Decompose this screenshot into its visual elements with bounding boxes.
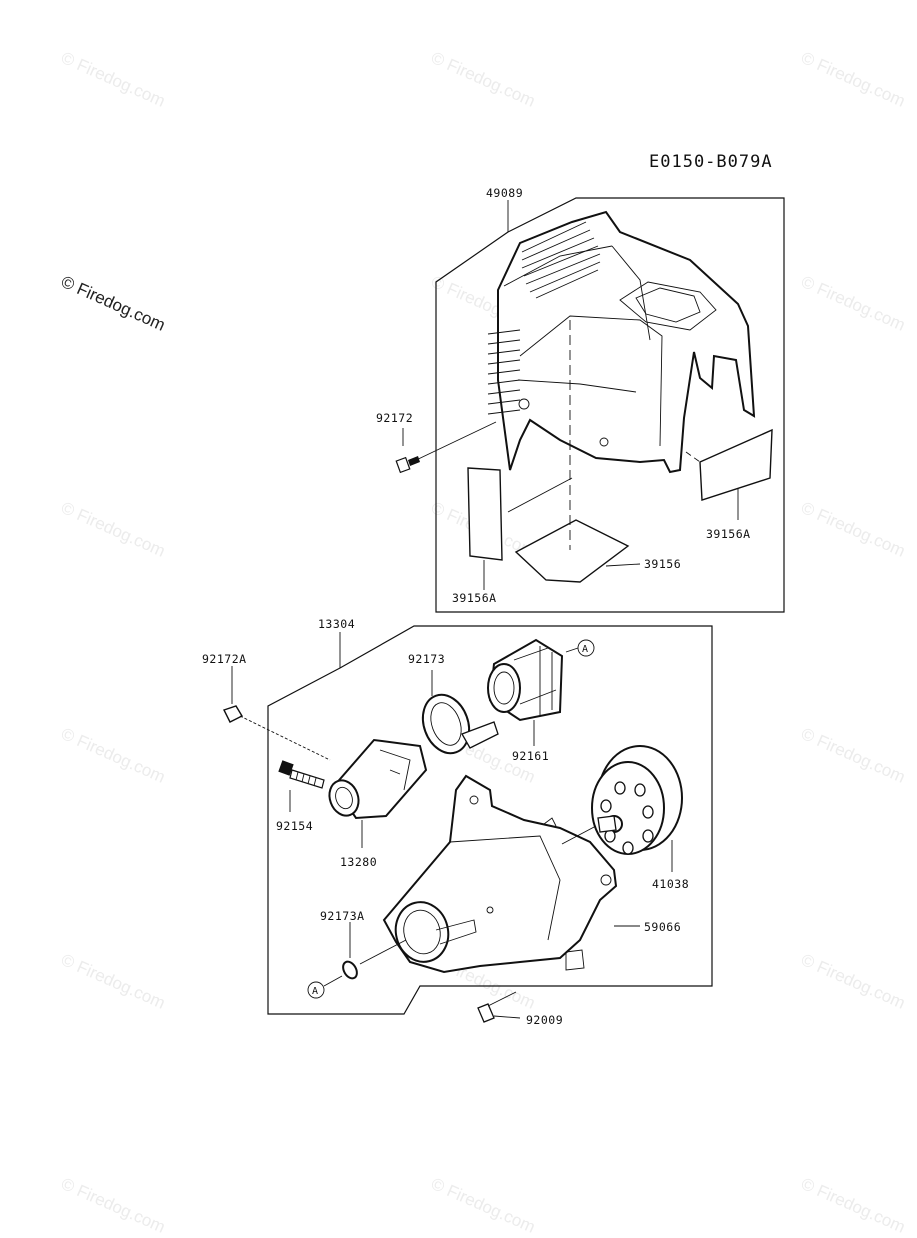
part-label-92161: 92161 bbox=[512, 749, 549, 763]
ring-92173 bbox=[421, 670, 499, 755]
ring-92173A bbox=[307, 922, 407, 999]
part-label-92173: 92173 bbox=[408, 652, 445, 666]
part-label-39156A-right: 39156A bbox=[706, 527, 751, 541]
part-label-92009: 92009 bbox=[526, 1013, 563, 1027]
part-label-39156: 39156 bbox=[644, 557, 681, 571]
screw-92172A bbox=[223, 666, 331, 761]
callout-a-lower: A bbox=[312, 986, 319, 997]
engine-cover-49089 bbox=[487, 210, 756, 474]
callout-a-upper: A bbox=[582, 644, 589, 655]
part-label-39156A-left: 39156A bbox=[452, 591, 497, 605]
clutch-drum-41038 bbox=[561, 745, 683, 872]
part-label-13280: 13280 bbox=[340, 855, 377, 869]
diagram-reference-code: E0150-B079A bbox=[649, 152, 773, 172]
screw-92009 bbox=[477, 991, 521, 1023]
part-label-92154: 92154 bbox=[276, 819, 313, 833]
part-label-92173A: 92173A bbox=[320, 909, 365, 923]
part-label-13304: 13304 bbox=[318, 617, 355, 631]
part-label-49089: 49089 bbox=[486, 186, 523, 200]
cushion-92161 bbox=[487, 638, 595, 746]
part-label-41038: 41038 bbox=[652, 877, 689, 891]
decal-39156A-left bbox=[467, 467, 503, 590]
decal-39156A-right bbox=[685, 428, 773, 520]
decal-39156 bbox=[507, 320, 641, 583]
clutch-housing-59066 bbox=[382, 774, 640, 974]
lower-group-frame bbox=[267, 625, 713, 1015]
screw-92172 bbox=[395, 421, 497, 474]
part-label-59066: 59066 bbox=[644, 920, 681, 934]
bolt-92154 bbox=[278, 760, 325, 812]
upper-group-frame bbox=[435, 197, 785, 613]
clamp-13280 bbox=[328, 738, 428, 848]
parts-diagram: A A 49089 92172 39156A 39156 39156A 1330… bbox=[202, 186, 785, 1027]
part-label-92172: 92172 bbox=[376, 411, 413, 425]
part-label-92172A: 92172A bbox=[202, 652, 247, 666]
